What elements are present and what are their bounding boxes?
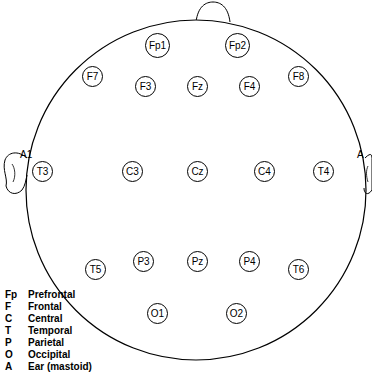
electrode-name: P4 bbox=[243, 257, 255, 267]
electrode-circle: Fp1 bbox=[145, 33, 170, 58]
head-circle bbox=[26, 20, 366, 360]
electrode-circle: F4 bbox=[239, 76, 260, 97]
electrode-circle: C3 bbox=[122, 161, 143, 182]
electrode-name: Fz bbox=[192, 82, 203, 92]
right-ear-detail bbox=[367, 166, 369, 182]
electrode-circle: Cz bbox=[187, 161, 208, 182]
electrode-name: Fp2 bbox=[229, 41, 246, 51]
electrode-circle: P3 bbox=[133, 251, 154, 272]
electrode-name: T6 bbox=[293, 265, 305, 275]
legend-key-text: A bbox=[5, 362, 12, 372]
electrode-circle: Pz bbox=[187, 251, 208, 272]
electrode-circle: O2 bbox=[226, 303, 247, 324]
electrode-name: C4 bbox=[258, 167, 271, 177]
electrode-name: T3 bbox=[37, 167, 49, 177]
legend-key-text: Central bbox=[28, 314, 62, 324]
electrode-name: P3 bbox=[137, 257, 149, 267]
electrode-name: F7 bbox=[87, 72, 99, 82]
electrode-circle: P4 bbox=[239, 251, 260, 272]
electrode-circle: F7 bbox=[82, 66, 103, 87]
legend-key-text: T bbox=[5, 326, 11, 336]
electrode-name: F4 bbox=[244, 82, 256, 92]
legend-key-text: Frontal bbox=[28, 302, 62, 312]
electrode-circle: T6 bbox=[288, 259, 309, 280]
left-ear-detail bbox=[12, 164, 15, 182]
electrode-name: Pz bbox=[192, 257, 204, 267]
electrode-circle: F3 bbox=[135, 76, 156, 97]
electrode-name: F3 bbox=[140, 82, 152, 92]
electrode-circle: O1 bbox=[147, 303, 168, 324]
legend-key-text: P bbox=[5, 338, 12, 348]
electrode-circle: Fp2 bbox=[225, 33, 250, 58]
electrode-circle: Fz bbox=[187, 76, 208, 97]
legend-key-text: C bbox=[5, 314, 12, 324]
legend-key-text: O bbox=[5, 350, 13, 360]
ear-label: A1 bbox=[20, 150, 32, 160]
legend-key-text: Prefrontal bbox=[28, 290, 75, 300]
legend-key-text: F bbox=[5, 302, 11, 312]
electrode-name: O2 bbox=[230, 309, 243, 319]
electrode-circle: T5 bbox=[85, 259, 106, 280]
ear-label: A bbox=[357, 150, 364, 160]
electrode-circle: C4 bbox=[254, 161, 275, 182]
electrode-circle: T3 bbox=[32, 161, 53, 182]
legend-key-text: Ear (mastoid) bbox=[28, 362, 92, 372]
electrode-name: Cz bbox=[191, 167, 203, 177]
electrode-name: F8 bbox=[293, 72, 305, 82]
legend-key-text: Temporal bbox=[28, 326, 72, 336]
electrode-name: T4 bbox=[318, 167, 330, 177]
electrode-circle: T4 bbox=[313, 161, 334, 182]
electrode-circle: F8 bbox=[288, 66, 309, 87]
right-ear bbox=[364, 154, 372, 193]
legend-key-text: Occipital bbox=[28, 350, 70, 360]
electrode-name: O1 bbox=[151, 309, 164, 319]
nose bbox=[196, 2, 230, 22]
electrode-name: Fp1 bbox=[149, 41, 166, 51]
electrode-name: T5 bbox=[90, 265, 102, 275]
electrode-name: C3 bbox=[126, 167, 139, 177]
legend-key-text: Parietal bbox=[28, 338, 64, 348]
legend-key-text: Fp bbox=[5, 290, 17, 300]
